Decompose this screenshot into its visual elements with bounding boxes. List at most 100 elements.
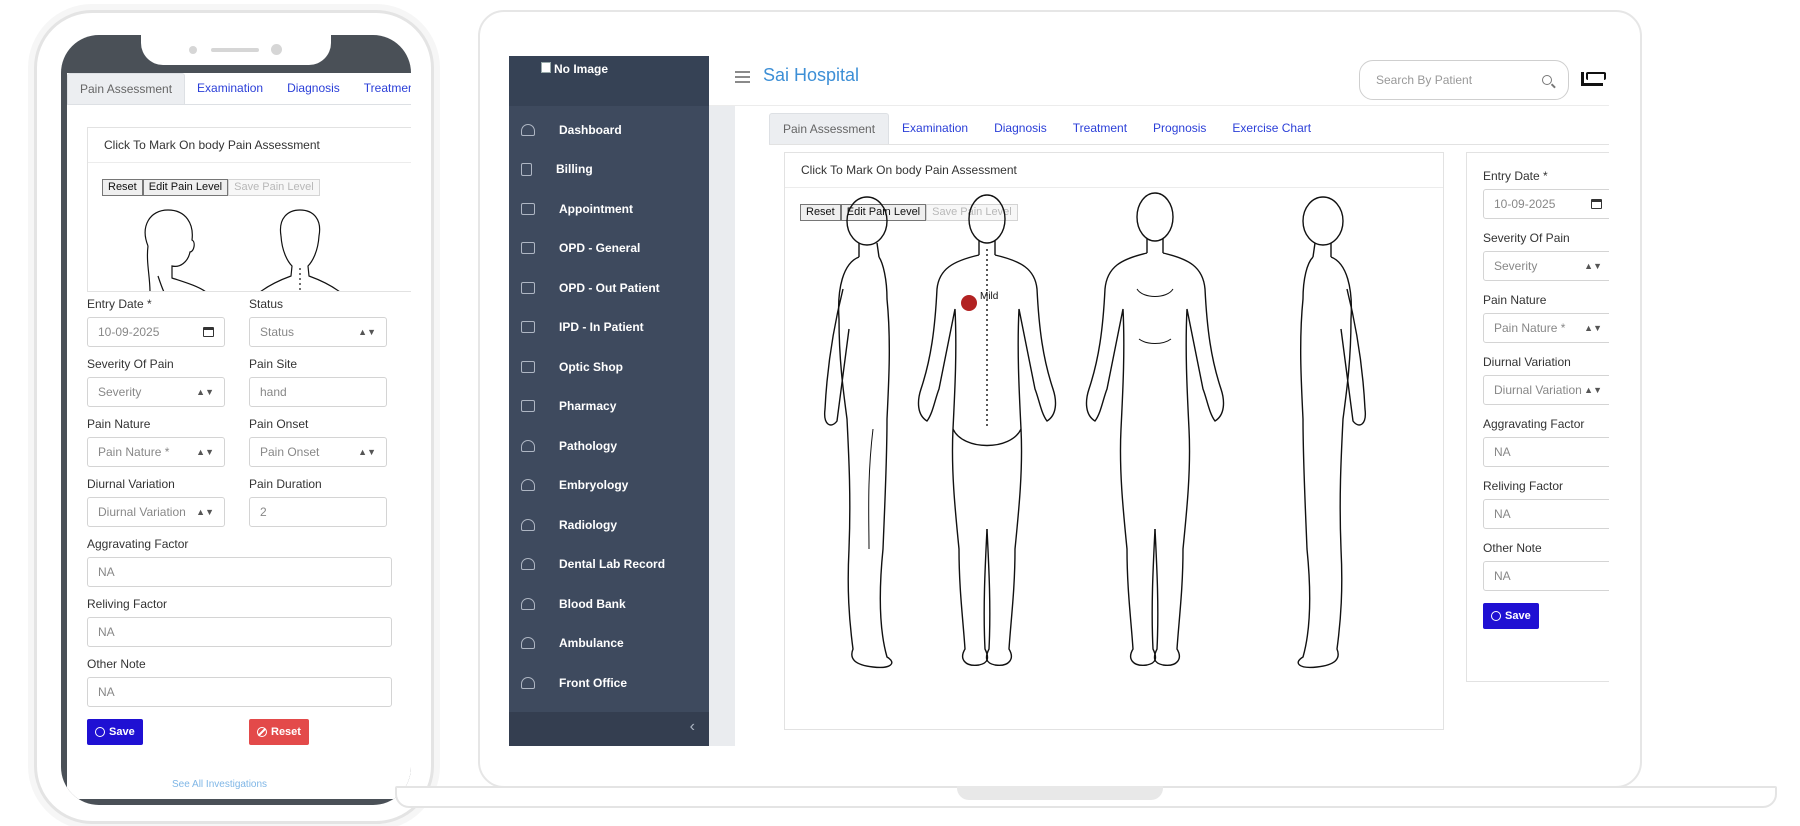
sidebar-item-dental-lab-record[interactable]: Dental Lab Record xyxy=(509,545,709,585)
select-arrows-icon: ▲▼ xyxy=(196,387,214,397)
reliving-input[interactable]: NA xyxy=(87,617,392,647)
sidebar-item-optic-shop[interactable]: Optic Shop xyxy=(509,347,709,387)
reset-marks-button[interactable]: Reset xyxy=(102,179,143,196)
sidebar-item-pharmacy[interactable]: Pharmacy xyxy=(509,387,709,427)
sidebar-item-opd-out-patient[interactable]: OPD - Out Patient xyxy=(509,268,709,308)
severity-select[interactable]: Severity▲▼ xyxy=(1483,251,1609,281)
bed-icon[interactable] xyxy=(1581,72,1606,86)
sidebar-item-pathology[interactable]: Pathology xyxy=(509,426,709,466)
calendar-icon xyxy=(521,321,535,334)
head-diagram-icon[interactable] xyxy=(88,206,388,292)
content-gutter xyxy=(709,106,735,746)
aggravating-input[interactable]: NA xyxy=(87,557,392,587)
reliving-input[interactable]: NA xyxy=(1483,499,1609,529)
sidebar-label: Pharmacy xyxy=(559,399,617,414)
pain-nature-select[interactable]: Pain Nature *▲▼ xyxy=(87,437,225,467)
body-figure-side-left[interactable] xyxy=(823,196,893,669)
pain-nature-label: Pain Nature xyxy=(87,417,151,431)
sidebar-label: Appointment xyxy=(559,201,633,216)
mobile-save-button[interactable]: Save xyxy=(87,719,143,745)
sidebar-item-embryology[interactable]: Embryology xyxy=(509,466,709,506)
other-note-input[interactable]: NA xyxy=(1483,561,1609,591)
status-select[interactable]: Status▲▼ xyxy=(249,317,387,347)
tab-pain-assessment[interactable]: Pain Assessment xyxy=(769,113,890,144)
hamburger-icon[interactable] xyxy=(735,71,750,86)
diurnal-select[interactable]: Diurnal Variation▲▼ xyxy=(1483,375,1609,405)
diurnal-value: Diurnal Variation xyxy=(1494,383,1582,397)
sidebar-item-billing[interactable]: Billing xyxy=(509,150,709,190)
pain-onset-select[interactable]: Pain Onset▲▼ xyxy=(249,437,387,467)
pain-toolbar: Reset Edit Pain Level Save Pain Level xyxy=(88,163,411,196)
tab-diagnosis[interactable]: Diagnosis xyxy=(287,81,340,95)
duration-input[interactable]: 2 xyxy=(249,497,387,527)
camera-lens-icon xyxy=(271,44,282,55)
calendar-icon xyxy=(521,360,535,373)
pain-nature-value: Pain Nature * xyxy=(1494,321,1566,335)
tab-pain-assessment[interactable]: Pain Assessment xyxy=(67,73,186,104)
select-arrows-icon: ▲▼ xyxy=(1584,323,1602,333)
calendar-icon[interactable] xyxy=(203,327,214,337)
other-note-value: NA xyxy=(98,685,115,699)
tab-exercise-chart[interactable]: Exercise Chart xyxy=(1232,121,1312,135)
mobile-reset-button[interactable]: Reset xyxy=(249,719,309,745)
entry-date-input[interactable]: 10-09-2025 xyxy=(1483,189,1609,219)
entry-date-label: Entry Date * xyxy=(87,297,152,311)
save-pain-level-button: Save Pain Level xyxy=(926,204,1018,221)
pain-nature-label: Pain Nature xyxy=(1483,293,1547,307)
pain-marker[interactable] xyxy=(961,295,977,311)
pain-nature-select[interactable]: Pain Nature * ▲▼ xyxy=(1483,313,1609,343)
body-figure-side-right[interactable] xyxy=(1297,196,1367,669)
calendar-icon[interactable] xyxy=(1591,199,1602,209)
chevron-left-icon: ‹ xyxy=(689,718,695,735)
sidebar-item-appointment[interactable]: Appointment xyxy=(509,189,709,229)
sidebar-label: Pathology xyxy=(559,438,618,453)
body-figure-front[interactable] xyxy=(1085,192,1225,666)
tab-prognosis[interactable]: Prognosis xyxy=(1153,121,1207,135)
aggravating-input[interactable]: NA xyxy=(1483,437,1609,467)
sidebar-item-radiology[interactable]: Radiology xyxy=(509,505,709,545)
search-icon[interactable] xyxy=(1542,75,1552,85)
sidebar-item-front-office[interactable]: Front Office xyxy=(509,663,709,703)
dashboard-icon xyxy=(521,518,535,531)
save-button[interactable]: Save xyxy=(1483,603,1539,629)
select-arrows-icon: ▲▼ xyxy=(1584,385,1602,395)
sidebar-item-opd-general[interactable]: OPD - General xyxy=(509,229,709,269)
diurnal-select[interactable]: Diurnal Variation▲▼ xyxy=(87,497,225,527)
edit-pain-level-button[interactable]: Edit Pain Level xyxy=(142,179,229,196)
body-figure-back[interactable] xyxy=(917,194,1057,666)
tab-examination[interactable]: Examination xyxy=(902,121,969,135)
mobile-body-card: Click To Mark On body Pain Assessment Re… xyxy=(87,127,411,292)
diurnal-label: Diurnal Variation xyxy=(87,477,175,491)
tab-examination[interactable]: Examination xyxy=(197,81,264,95)
body-chart-card: Click To Mark On body Pain Assessment Re… xyxy=(784,152,1444,730)
body-map-diagram[interactable]: Mild xyxy=(803,189,1423,689)
dashboard-icon xyxy=(521,558,535,571)
reset-marks-button[interactable]: Reset xyxy=(800,204,841,221)
tab-treatment[interactable]: Treatment xyxy=(1072,121,1128,135)
duration-value: 2 xyxy=(260,505,267,519)
select-arrows-icon: ▲▼ xyxy=(358,447,376,457)
pain-site-label: Pain Site xyxy=(249,357,298,371)
aggravating-value: NA xyxy=(98,565,115,579)
reliving-value: NA xyxy=(98,625,115,639)
sidebar-item-ipd-in-patient[interactable]: IPD - In Patient xyxy=(509,308,709,348)
sidebar-item-ambulance[interactable]: Ambulance xyxy=(509,624,709,664)
pain-site-input[interactable]: hand xyxy=(249,377,387,407)
entry-date-input[interactable]: 10-09-2025 xyxy=(87,317,225,347)
dashboard-icon xyxy=(521,597,535,610)
patient-search-input[interactable]: Search By Patient xyxy=(1359,60,1569,100)
card-title: Click To Mark On body Pain Assessment xyxy=(88,128,411,163)
logo[interactable]: No Image xyxy=(509,56,709,106)
tab-treatment[interactable]: Treatment xyxy=(363,81,411,95)
sidebar: No Image Dashboard Billing Appointment O… xyxy=(509,56,709,746)
see-all-investigations-link[interactable]: See All Investigations xyxy=(172,779,268,790)
sidebar-collapse-button[interactable]: ‹ xyxy=(509,712,709,746)
sidebar-item-dashboard[interactable]: Dashboard xyxy=(509,110,709,150)
tab-diagnosis[interactable]: Diagnosis xyxy=(994,121,1047,135)
other-note-input[interactable]: NA xyxy=(87,677,392,707)
sidebar-item-blood-bank[interactable]: Blood Bank xyxy=(509,584,709,624)
severity-select[interactable]: Severity▲▼ xyxy=(87,377,225,407)
edit-pain-level-button[interactable]: Edit Pain Level xyxy=(840,204,927,221)
sidebar-label: Front Office xyxy=(559,675,627,690)
status-label: Status xyxy=(249,297,284,311)
